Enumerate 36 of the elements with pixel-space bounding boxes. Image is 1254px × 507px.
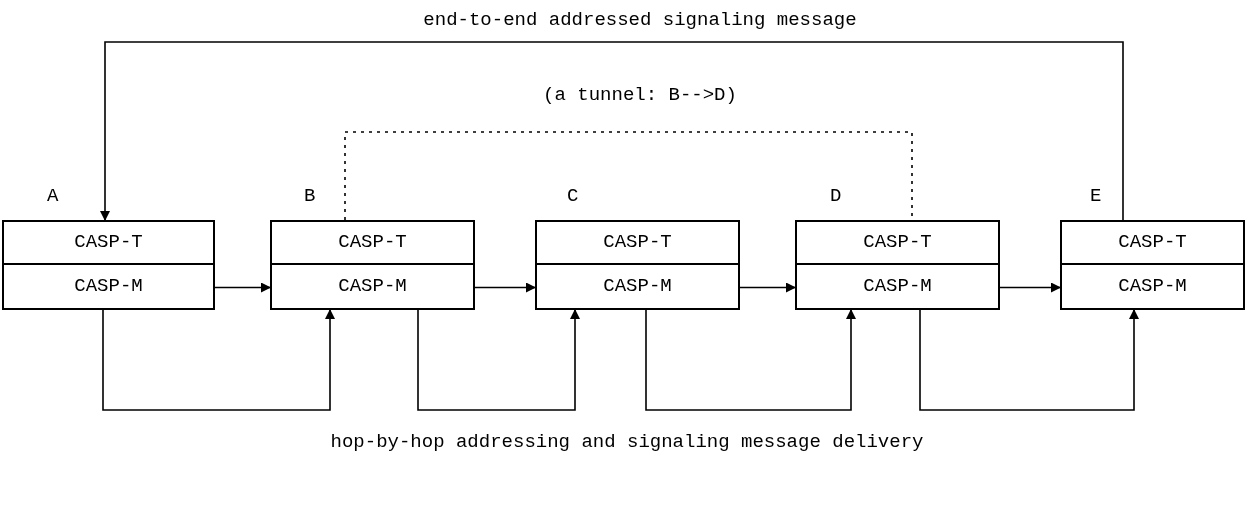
layer-cell [270,220,475,265]
layer-name: CASP-T [74,230,143,256]
layer-cell [795,265,1000,310]
arrow [102,309,335,411]
layer-cell [1060,220,1245,265]
node-label: A [47,184,59,209]
arrow [645,309,856,411]
node-label: C [567,184,579,209]
layer-name: CASP-T [603,230,672,256]
layer-cell [270,265,475,310]
layer-name: CASP-T [863,230,932,256]
layer-cell [795,220,1000,265]
arrow [739,282,796,293]
layer-cell [2,265,215,310]
layer-name: CASP-M [338,274,407,300]
arrow [417,309,580,411]
arrow [919,309,1139,411]
node-label: B [304,184,316,209]
layer-name: CASP-M [74,274,143,300]
layer-name: CASP-M [603,274,672,300]
layer-name: CASP-T [1118,230,1187,256]
layer-name: CASP-M [1118,274,1187,300]
layer-cell [1060,265,1245,310]
layer-cell [535,220,740,265]
arrow [474,282,536,293]
arrow [100,41,1124,221]
note-text: hop-by-hop addressing and signaling message delivery [330,430,924,455]
layer-cell [535,265,740,310]
layer-name: CASP-T [338,230,407,256]
node-label: D [830,184,842,209]
layer-cell [2,220,215,265]
arrow [999,282,1061,293]
arrow [214,282,271,293]
node-label: E [1090,184,1102,209]
layer-name: CASP-M [863,274,932,300]
connector-line [344,131,913,221]
